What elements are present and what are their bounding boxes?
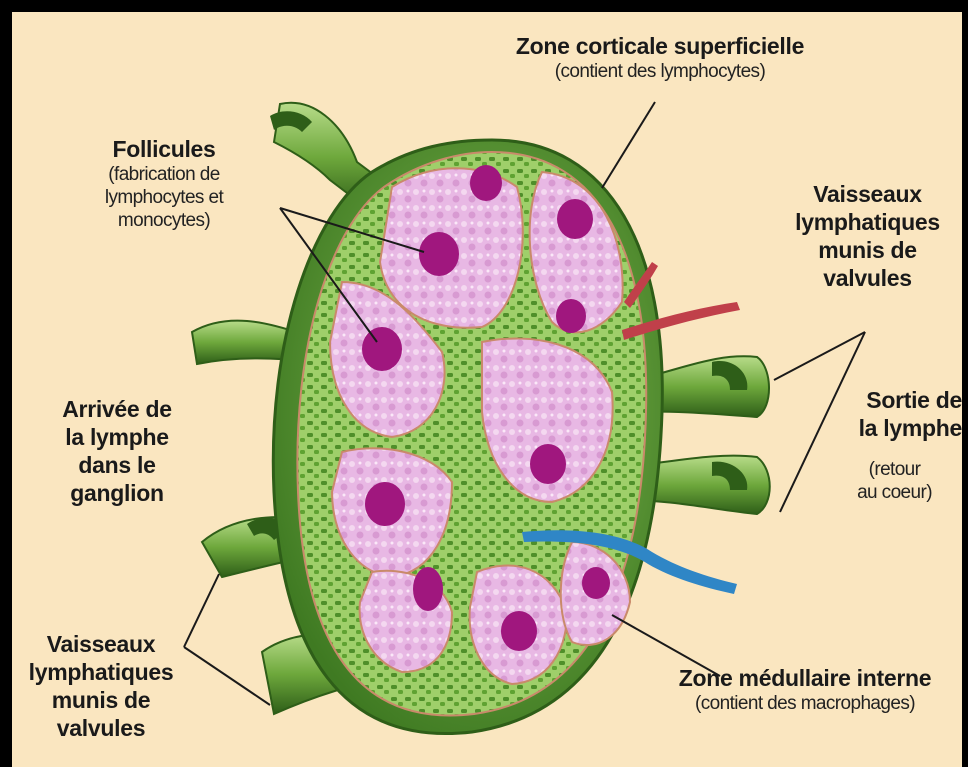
label-arrivee-line: la lymphe <box>32 423 202 451</box>
label-vaisseaux-droite-line: munis de <box>780 236 955 264</box>
label-zone-corticale-title: Zone corticale superficielle <box>490 32 830 60</box>
label-sortie-note-line: au coeur) <box>842 481 947 504</box>
label-follicules-note-line: monocytes) <box>74 209 254 232</box>
label-arrivee: Arrivée de la lymphe dans le ganglion <box>32 395 202 507</box>
label-vaisseaux-droite-line: lymphatiques <box>780 208 955 236</box>
label-sortie-line: la lymphe <box>812 414 962 442</box>
label-sortie-note: (retour au coeur) <box>842 458 947 504</box>
label-zone-corticale-note: (contient des lymphocytes) <box>490 60 830 83</box>
label-vaisseaux-droite-line: Vaisseaux <box>780 180 955 208</box>
label-zone-medullaire: Zone médullaire interne (contient des ma… <box>650 664 960 715</box>
label-arrivee-line: ganglion <box>32 479 202 507</box>
label-follicules-note-line: lymphocytes et <box>74 186 254 209</box>
label-follicules: Follicules (fabrication de lymphocytes e… <box>74 135 254 233</box>
label-sortie-note-line: (retour <box>842 458 947 481</box>
label-vaisseaux-gauche-line: lymphatiques <box>12 658 190 686</box>
label-vaisseaux-droite-line: valvules <box>780 264 955 292</box>
label-follicules-title: Follicules <box>74 135 254 163</box>
label-vaisseaux-droite: Vaisseaux lymphatiques munis de valvules <box>780 180 955 292</box>
label-sortie: Sortie de la lymphe <box>812 386 962 442</box>
label-zone-corticale: Zone corticale superficielle (contient d… <box>490 32 830 83</box>
label-arrivee-line: Arrivée de <box>32 395 202 423</box>
label-follicules-note-line: (fabrication de <box>74 163 254 186</box>
label-zone-medullaire-note: (contient des macrophages) <box>650 692 960 715</box>
label-sortie-line: Sortie de <box>812 386 962 414</box>
label-vaisseaux-gauche-line: munis de <box>12 686 190 714</box>
label-vaisseaux-gauche: Vaisseaux lymphatiques munis de valvules <box>12 630 190 742</box>
label-vaisseaux-gauche-line: valvules <box>12 714 190 742</box>
label-vaisseaux-gauche-line: Vaisseaux <box>12 630 190 658</box>
label-zone-medullaire-title: Zone médullaire interne <box>650 664 960 692</box>
label-arrivee-line: dans le <box>32 451 202 479</box>
diagram-canvas: Zone corticale superficielle (contient d… <box>12 12 962 767</box>
